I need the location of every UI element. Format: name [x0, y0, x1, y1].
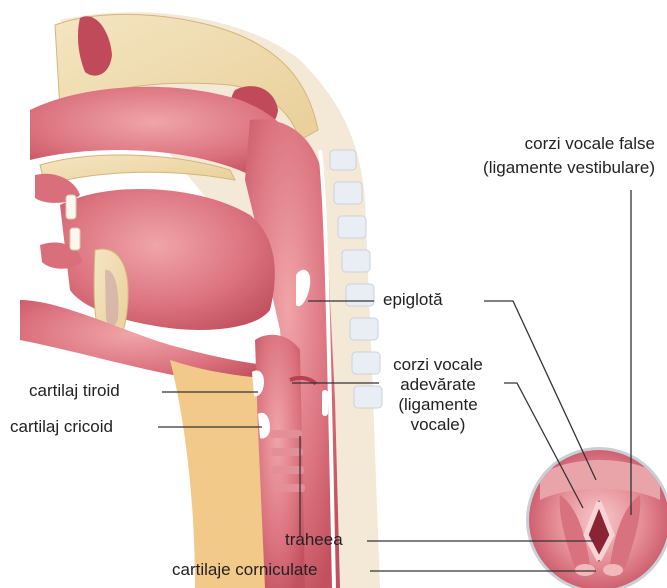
label-thyroid-cartilage: cartilaj tiroid: [29, 381, 120, 401]
label-true-vocal-cords-line4: vocale): [382, 415, 494, 435]
lower-teeth: [70, 228, 80, 250]
inset-corniculate-left: [575, 564, 595, 576]
upper-teeth: [66, 195, 76, 219]
label-false-vocal-cords: corzi vocale false (ligamente vestibular…: [483, 134, 655, 178]
label-false-vocal-cords-line1: corzi vocale false: [483, 134, 655, 154]
cord-highlight: [322, 390, 328, 416]
label-true-vocal-cords: corzi vocale adevărate (ligamente vocale…: [382, 355, 494, 435]
label-true-vocal-cords-line1: corzi vocale: [382, 355, 494, 375]
larynx-top-view-inset: [526, 447, 667, 588]
label-trachea: traheea: [285, 530, 343, 550]
inset-corniculate-right: [603, 564, 623, 576]
label-true-vocal-cords-line2: adevărate: [382, 375, 494, 395]
head-sagittal-section: [20, 12, 382, 588]
label-true-vocal-cords-line3: (ligamente: [382, 395, 494, 415]
label-corniculate-cartilages: cartilaje corniculate: [172, 560, 318, 580]
label-epiglottis: epiglotă: [383, 290, 443, 310]
label-cricoid-cartilage: cartilaj cricoid: [10, 417, 113, 437]
neck-band: [170, 360, 268, 588]
label-false-vocal-cords-line2: (ligamente vestibulare): [483, 158, 655, 178]
